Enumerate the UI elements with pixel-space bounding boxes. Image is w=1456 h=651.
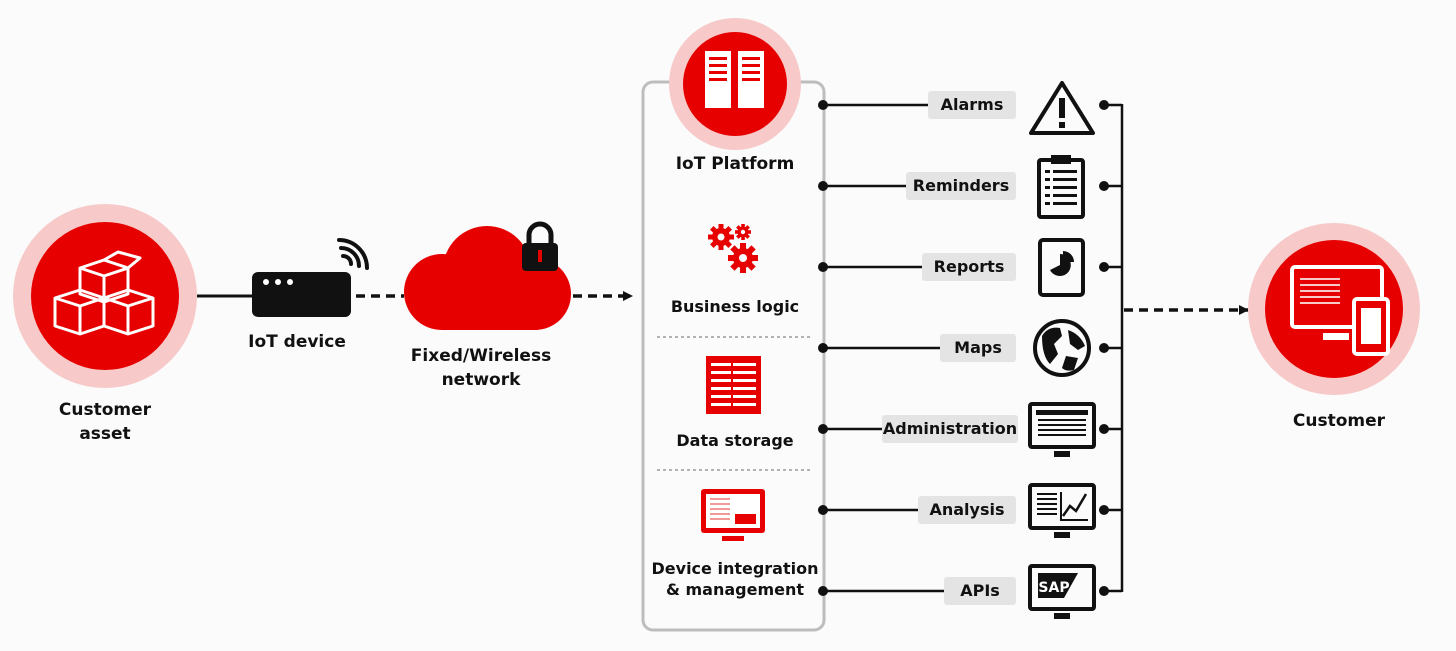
admin-monitor-icon [1028, 402, 1096, 457]
output-pill-apis: APIs [944, 577, 1016, 605]
clipboard-icon [1037, 155, 1085, 219]
boxes-icon [13, 204, 197, 388]
cloud-lock-icon [404, 221, 571, 330]
customer-label: Customer [1292, 411, 1386, 431]
iot-device-label: IoT device [248, 332, 346, 352]
device-integration-label: Device integration & management [648, 558, 822, 600]
customer-asset-label-line1: Customer [58, 400, 152, 420]
network-label-line2: network [441, 370, 521, 390]
output-pill-reminders: Reminders [906, 172, 1016, 200]
output-pill-analysis: Analysis [918, 496, 1016, 524]
sap-logo-text: SAP [1038, 580, 1069, 596]
gears-icon [708, 224, 758, 273]
output-pill-alarms: Alarms [928, 91, 1016, 119]
platform-title: IoT Platform [675, 154, 795, 174]
data-storage-label: Data storage [676, 431, 794, 450]
database-icon [706, 356, 761, 414]
output-connectors [818, 100, 1124, 596]
device-integration-label-line1: Device integration [651, 559, 819, 578]
network-label: Fixed/Wireless network [396, 344, 566, 392]
router-icon [252, 238, 369, 317]
network-label-line1: Fixed/Wireless [410, 346, 552, 366]
device-screen-icon [701, 489, 765, 541]
business-logic-label: Business logic [670, 297, 800, 316]
globe-icon [1033, 319, 1091, 377]
sap-monitor-icon: SAP [1028, 564, 1096, 619]
device-integration-label-line2: & management [665, 580, 805, 599]
customer-asset-label-line2: asset [79, 424, 131, 444]
warning-icon [1029, 81, 1095, 135]
monitor-phone-icon [1248, 223, 1420, 395]
output-pill-reports: Reports [922, 253, 1016, 281]
pie-report-icon [1038, 238, 1085, 297]
server-icon [669, 18, 801, 150]
output-pill-maps: Maps [940, 334, 1016, 362]
output-pill-administration: Administration [882, 415, 1018, 443]
chart-monitor-icon [1028, 483, 1096, 538]
customer-asset-label: Customer asset [40, 398, 170, 446]
